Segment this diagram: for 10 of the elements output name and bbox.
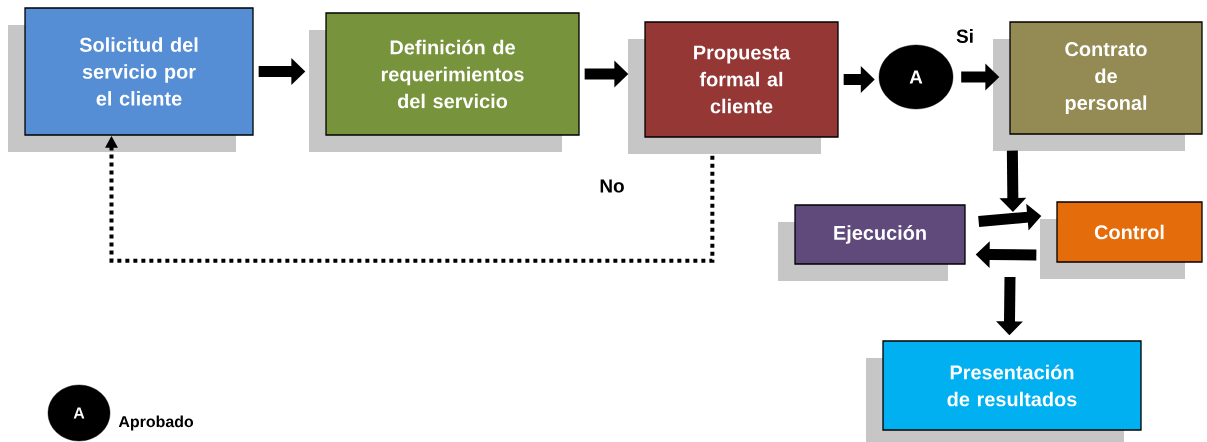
process-box: Propuesta formal al cliente: [628, 21, 839, 154]
edge-label: No: [598, 178, 626, 194]
process-box: Presentación de resultados: [866, 340, 1142, 442]
process-box: Solicitud del servicio por el cliente: [8, 7, 254, 152]
process-box: Definición de requerimientos del servicio: [309, 12, 580, 152]
process-box: Ejecución: [778, 204, 966, 281]
legend-text: Aprobado: [118, 415, 194, 431]
process-box: Contrato de personal: [993, 21, 1203, 151]
process-box: Control: [1040, 201, 1203, 279]
edge-label: Si: [955, 28, 975, 44]
